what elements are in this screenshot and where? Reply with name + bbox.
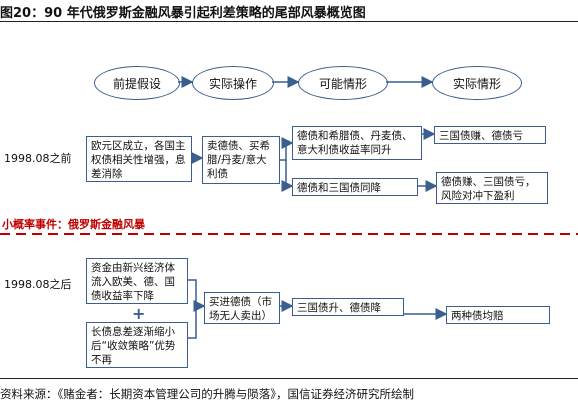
source-note: 资料来源：《赌金者：长期资本管理公司的升腾与陨落》，国信证券经济研究所绘制 [0, 387, 414, 401]
header-premise: 前提假设 [94, 66, 180, 100]
r1-actual-a-box: 三国债赚、德债亏 [434, 126, 546, 144]
r2-arrow-premises-action [188, 279, 204, 339]
event-label: 小概率事件：俄罗斯金融风暴 [2, 218, 145, 231]
r1-arrow-action-possible-a [280, 137, 294, 161]
r2-actual-box: 两种债均赔 [446, 306, 550, 324]
r1-action-box: 卖德债、买希腊/丹麦/意大利债 [202, 136, 280, 184]
r2-premise-a-box: 资金由新兴经济体流入欧美、德、国债收益率下降 [86, 258, 188, 304]
bottom-rule [0, 378, 578, 379]
r2-possible-box: 三国债升、德债降 [292, 298, 404, 316]
header-actual-label: 实际情形 [452, 76, 501, 91]
header-premise-label: 前提假设 [112, 76, 161, 91]
header-possible: 可能情形 [298, 66, 388, 100]
r1-possible-b-box: 德债和三国债同降 [292, 178, 418, 196]
r1-premise-box: 欧元区成立，各国主权债相关性增强，息差消除 [86, 136, 192, 182]
r1-actual-b-box: 德债赚、三国债亏，风险对冲下盈利 [436, 172, 548, 204]
header-action-label: 实际操作 [208, 76, 257, 91]
row2-label: 1998.08之后 [4, 278, 72, 291]
header-actual: 实际情形 [432, 66, 522, 100]
header-action: 实际操作 [192, 66, 274, 100]
header-possible-label: 可能情形 [318, 76, 367, 91]
plus-sign: + [132, 304, 146, 323]
figure-title: 图20：90 年代俄罗斯金融风暴引起利差策略的尾部风暴概览图 [0, 6, 366, 21]
r2-action-box: 买进德债（市场无人卖出） [204, 292, 280, 324]
r1-possible-a-box: 德债和希腊债、丹麦债、意大利债收益率同升 [292, 126, 422, 160]
r2-premise-b-box: 长债息差逐渐缩小后“收敛策略”优势不再 [86, 322, 188, 368]
top-rule [0, 21, 578, 22]
row1-label: 1998.08之前 [4, 152, 72, 165]
